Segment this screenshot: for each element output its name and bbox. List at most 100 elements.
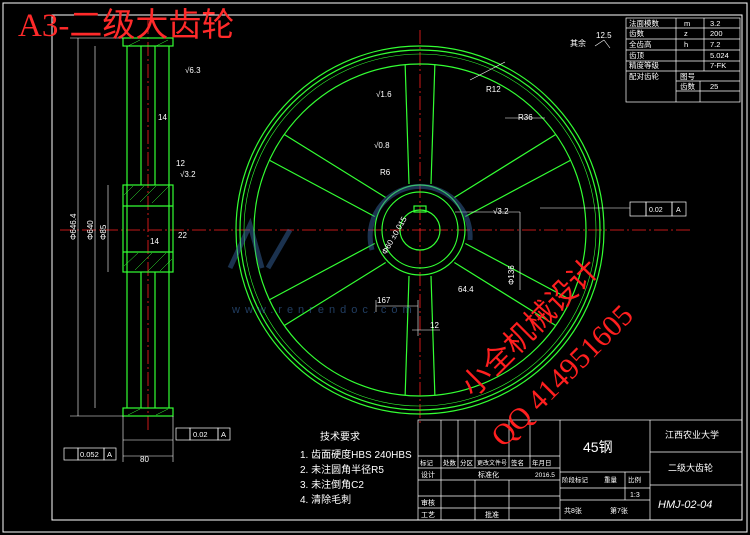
svg-text:A: A [676,207,681,214]
dim-width: 80 [140,455,149,464]
spoke-edge [430,64,436,185]
side-section-view [122,37,174,417]
spoke-edge [284,262,386,326]
spoke-edge [269,159,375,218]
date: 2016.5 [535,472,555,479]
param-name: 法面模数 [629,18,659,28]
label-standard: 标准化 [478,470,499,479]
dim-web-14a: 14 [158,113,167,122]
dim-keyway: 64.4 [458,285,474,294]
front-tolerance-frame [629,201,687,217]
label-review: 审核 [421,498,435,507]
gear-spokes [269,64,571,396]
svg-text:A: A [107,450,112,459]
dim-hub: Φ136 [507,265,516,285]
spoke-edge [454,262,556,326]
param-value: 5.024 [710,51,729,60]
param-symbol: 齿数 [680,81,695,91]
spoke-edge [404,275,410,396]
parameter-table [625,17,741,103]
drawing-number: HMJ-02-04 [658,499,712,511]
rough-note: 其余 [570,38,586,48]
dim-side-22: 22 [178,231,187,240]
spoke-edge [465,242,571,301]
spoke-edge [269,242,375,301]
param-symbol: h [684,40,688,49]
part-name: 二级大齿轮 [668,462,713,473]
watermark-logo [227,183,473,270]
param-value: 3.2 [710,19,720,28]
label-design: 设计 [421,470,435,479]
dim-bore: Φ60 ±0.015 [380,215,409,256]
svg-text:A: A [221,430,226,439]
label-approve: 批准 [485,510,499,519]
section-hatching [123,39,173,416]
param-value: 7.2 [710,40,720,49]
ra-front-a: √1.6 [376,90,392,99]
param-value: 200 [710,29,723,38]
svg-text:0.02: 0.02 [193,430,208,439]
tech-heading: 技术要求 [320,432,360,443]
ra-side-b: √3.2 [180,170,196,179]
rough-value: 12.5 [596,31,612,40]
dim-r6: R6 [380,168,391,177]
drawing-title: A3-二级大齿轮 [18,8,235,44]
param-name: 齿数 [629,28,644,38]
dim-hub-inner: Φ85 [99,224,108,240]
svg-text:0.052: 0.052 [80,450,99,459]
dim-outer-diameter: Φ646.4 [69,213,78,240]
tolerance-values: 0.052 A 0.02 A [80,430,226,459]
param-value: 7-FK [710,61,726,70]
param-symbol: m [684,19,690,28]
technical-requirements: 技术要求 1. 齿面硬度HBS 240HBS 2. 未注圆角半径R5 3. 未注… [300,430,412,508]
tolerance-frame-a [63,427,231,461]
ra-front-b: √0.8 [374,141,390,150]
tech-item-1: 1. 齿面硬度HBS 240HBS [300,450,412,461]
stage-label-2: 重量 [604,476,618,484]
spoke-edge [430,275,436,396]
dim-hub-14: 14 [150,237,159,246]
sheet-total: 共8张 [564,506,582,515]
inner-frame [51,14,743,521]
tech-item-4: 4. 清除毛刺 [300,495,352,506]
ra-side-a: √6.3 [185,66,201,75]
param-symbol: 图号 [680,72,695,81]
label-process: 工艺 [421,511,435,519]
spoke-edge [465,159,571,218]
title-block [417,419,743,521]
svg-text:0.02: 0.02 [649,207,663,214]
dim-web-12: 12 [176,159,185,168]
material: 45钢 [583,439,613,455]
row-label-3: 分区 [460,458,474,467]
front-dimension-lines [375,39,630,336]
row-label-1: 标记 [420,458,434,467]
side-dimension-lines [70,37,174,462]
param-value: 25 [710,82,718,91]
ra-front-c: √3.2 [493,207,509,216]
stage-label-3: 比例 [628,475,641,484]
spoke-edge [284,134,386,198]
tech-item-2: 2. 未注圆角半径R5 [300,465,384,476]
param-name: 全齿高 [629,39,652,49]
side-dim-labels: Φ646.4 Φ640 Φ85 80 14 12 14 22 √6.3 √3.2 [69,66,201,464]
row-label-4: 更改文件号 [477,459,507,467]
row-label-2: 处数 [443,458,457,467]
spoke-edge [404,64,410,185]
stage-label-1: 阶段标记 [562,475,589,484]
scale: 1:3 [630,492,640,499]
param-name: 配对齿轮 [629,71,659,81]
spoke-edge [454,134,556,198]
param-name: 精度等级 [629,60,659,70]
row-label-6: 年月日 [532,458,552,467]
row-label-5: 签名 [511,458,524,467]
school-name: 江西农业大学 [665,429,719,440]
dim-167: 167 [377,296,391,305]
tech-item-3: 3. 未注倒角C2 [300,480,364,491]
dim-pitch-diameter: Φ640 [86,220,95,240]
dim-12-bottom: 12 [430,321,439,330]
sheet-number: 第7张 [610,506,628,515]
gear-front-view [235,45,605,415]
watermark-url: www.renrendoc.com [231,304,417,316]
